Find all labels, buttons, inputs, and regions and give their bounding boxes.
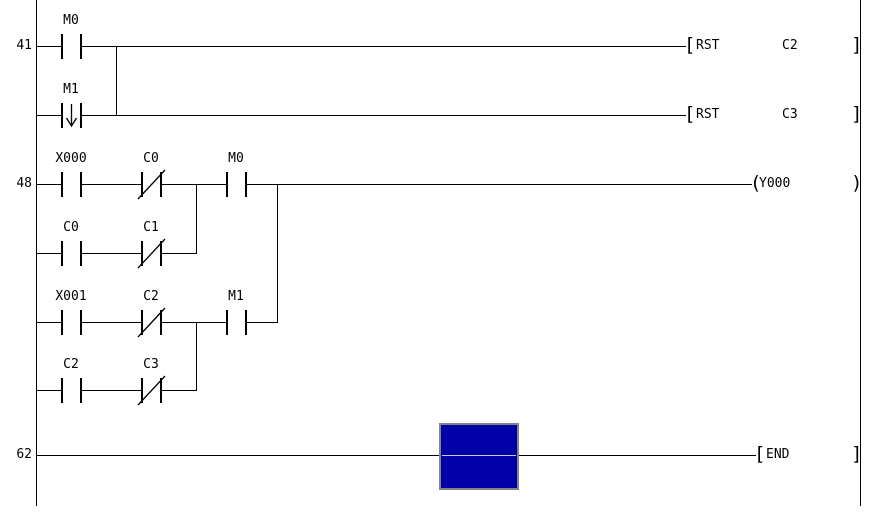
- contact-label-m0: M0: [63, 13, 79, 28]
- contact-label-c2: C2: [63, 357, 79, 372]
- instruction-operand: C3: [782, 107, 798, 122]
- coil-y000[interactable]: ( Y000 ): [748, 171, 862, 197]
- contact-label-x001: X001: [55, 289, 87, 304]
- instruction-mnemonic: RST: [696, 107, 720, 122]
- instruction-open-bracket: [: [754, 443, 766, 465]
- instruction-close-bracket: ]: [851, 34, 863, 56]
- edit-cursor-box[interactable]: [439, 423, 519, 490]
- instruction-mnemonic: RST: [696, 38, 720, 53]
- contact-label-m0: M0: [228, 151, 244, 166]
- step-number-62: 62: [16, 447, 32, 462]
- contact-label-c0: C0: [63, 220, 79, 235]
- contact-rung48-m0[interactable]: [226, 172, 247, 197]
- coil-open-paren: (: [750, 172, 762, 194]
- contact-rung48-c2-nc[interactable]: [137, 307, 166, 338]
- instruction-rst-c3[interactable]: [ RST C3 ]: [684, 102, 862, 128]
- contact-rung41-m0[interactable]: [61, 34, 82, 59]
- instruction-end[interactable]: [ END ]: [754, 442, 862, 468]
- contact-rung48-c1-nc[interactable]: [137, 238, 166, 269]
- instruction-operand: C2: [782, 38, 798, 53]
- contact-label-m1: M1: [228, 289, 244, 304]
- contact-label-c2: C2: [143, 289, 159, 304]
- contact-label-x000: X000: [55, 151, 87, 166]
- instruction-mnemonic: END: [766, 447, 790, 462]
- falling-edge-arrowhead-icon: [65, 117, 78, 128]
- coil-close-paren: ): [851, 172, 863, 194]
- nc-slash-icon: [137, 238, 166, 269]
- contact-rung48-c2[interactable]: [61, 378, 82, 403]
- contact-rung48-c0-nc[interactable]: [137, 169, 166, 200]
- contact-label-c0: C0: [143, 151, 159, 166]
- contact-label-m1: M1: [63, 82, 79, 97]
- instruction-open-bracket: [: [684, 34, 696, 56]
- step-number-41: 41: [16, 38, 32, 53]
- contact-rung48-m1[interactable]: [226, 310, 247, 335]
- instruction-close-bracket: ]: [851, 103, 863, 125]
- nc-slash-icon: [137, 169, 166, 200]
- contact-label-c1: C1: [143, 220, 159, 235]
- contact-label-c3: C3: [143, 357, 159, 372]
- edit-cursor[interactable]: [439, 423, 519, 490]
- contact-rung41-m1-pulse[interactable]: [61, 103, 82, 128]
- contact-rung48-c0[interactable]: [61, 241, 82, 266]
- instruction-close-bracket: ]: [851, 443, 863, 465]
- instruction-open-bracket: [: [684, 103, 696, 125]
- nc-slash-icon: [137, 375, 166, 406]
- coil-label: Y000: [759, 176, 791, 191]
- contact-rung48-x000[interactable]: [61, 172, 82, 197]
- nc-slash-icon: [137, 307, 166, 338]
- contact-rung48-c3-nc[interactable]: [137, 375, 166, 406]
- contact-rung48-x001[interactable]: [61, 310, 82, 335]
- instruction-rst-c2[interactable]: [ RST C2 ]: [684, 33, 862, 59]
- step-number-48: 48: [16, 176, 32, 191]
